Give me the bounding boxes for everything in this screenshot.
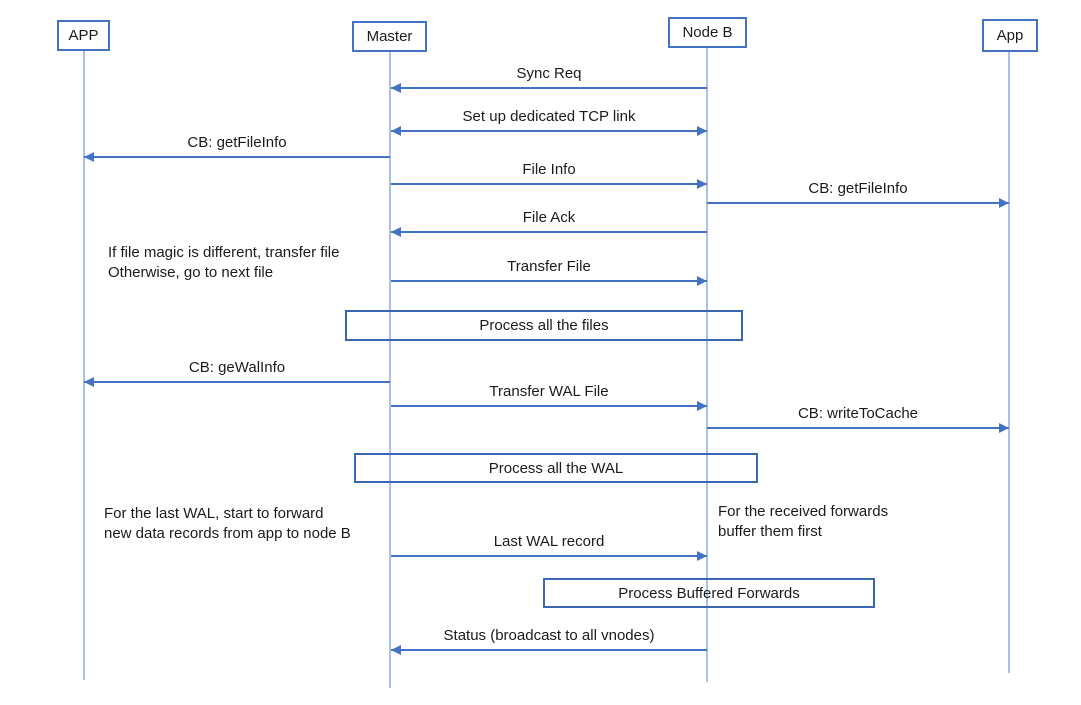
message-line: [391, 231, 707, 233]
annotation-note: If file magic is different, transfer fil…: [108, 243, 339, 283]
arrowhead-right-icon: [999, 197, 1009, 208]
arrowhead-left-icon: [391, 125, 401, 136]
lifeline-app-left: [83, 51, 85, 680]
process-box: Process all the files: [345, 310, 743, 341]
note-line: If file magic is different, transfer fil…: [108, 244, 340, 261]
message-label: CB: getFileInfo: [187, 134, 287, 151]
annotation-note: For the received forwards buffer them fir…: [718, 502, 888, 542]
message-line: [391, 555, 707, 557]
message-label: Status (broadcast to all vnodes): [443, 627, 655, 644]
arrowhead-right-icon: [999, 422, 1009, 433]
arrowhead-left-icon: [391, 644, 401, 655]
message-label: File Ack: [522, 209, 576, 226]
message-label: Sync Req: [516, 65, 582, 82]
message-line: [84, 156, 390, 158]
arrowhead-right-icon: [697, 275, 707, 286]
message-line: [391, 87, 707, 89]
arrowhead-left-icon: [391, 82, 401, 93]
message-line: [391, 280, 707, 282]
message-label: Transfer WAL File: [489, 383, 609, 400]
arrowhead-right-icon: [697, 178, 707, 189]
note-line: buffer them first: [718, 523, 822, 540]
message-label: File Info: [522, 161, 576, 178]
arrowhead-left-icon: [84, 376, 94, 387]
annotation-note: For the last WAL, start to forward new da…: [104, 504, 351, 544]
message-label: CB: getFileInfo: [808, 180, 908, 197]
arrowhead-right-icon: [697, 550, 707, 561]
message-label: CB: geWalInfo: [188, 359, 286, 376]
message-line: [391, 405, 707, 407]
lifeline-app-right: [1008, 52, 1010, 673]
lifeline-master: [389, 52, 391, 688]
arrowhead-left-icon: [84, 151, 94, 162]
note-line: Otherwise, go to next file: [108, 264, 274, 281]
message-line: [707, 202, 1009, 204]
message-label: Transfer File: [507, 258, 591, 275]
actor-box-app-left: APP: [57, 20, 110, 51]
lifeline-node-b: [706, 48, 708, 682]
note-line: For the received forwards: [718, 503, 889, 520]
note-line: For the last WAL, start to forward: [104, 505, 324, 522]
arrowhead-left-icon: [391, 226, 401, 237]
actor-box-master: Master: [352, 21, 427, 52]
arrowhead-right-icon: [697, 400, 707, 411]
message-label: Last WAL record: [493, 533, 605, 550]
actor-box-app-right: App: [982, 19, 1038, 52]
message-line: [707, 427, 1009, 429]
note-line: new data records from app to node B: [104, 525, 351, 542]
message-label: CB: writeToCache: [797, 405, 919, 422]
message-line: [391, 183, 707, 185]
actor-box-node-b: Node B: [668, 17, 747, 48]
arrowhead-right-icon: [697, 125, 707, 136]
process-box: Process all the WAL: [354, 453, 758, 483]
process-box: Process Buffered Forwards: [543, 578, 875, 608]
message-line: [84, 381, 390, 383]
message-line: [391, 649, 707, 651]
message-line: [391, 130, 707, 132]
message-label: Set up dedicated TCP link: [462, 108, 636, 125]
